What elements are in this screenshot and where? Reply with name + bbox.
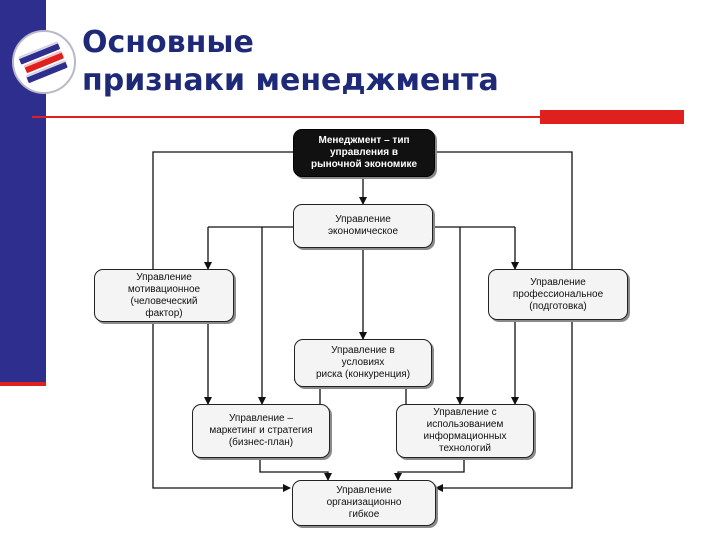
page-title: Основные признаки менеджмента	[82, 24, 499, 100]
page-title-line-2: признаки менеджмента	[82, 63, 499, 98]
node-economic: Управление экономическое	[293, 204, 433, 248]
node-flexible: Управление организационно гибкое	[292, 480, 436, 526]
node-professional: Управление профессиональное (подготовка)	[488, 269, 628, 320]
node-marketing: Управление – маркетинг и стратегия (бизн…	[192, 404, 330, 458]
node-it: Управление с использованием информационн…	[396, 404, 534, 458]
connector-marketing-to-flexible	[259, 458, 332, 481]
connector-top-outer-right	[435, 151, 573, 492]
stacked-books-icon	[12, 30, 76, 94]
node-motivational: Управление мотивационное (человеческий ф…	[94, 269, 234, 322]
title-underline-block	[540, 110, 684, 124]
page-title-line-1: Основные	[82, 25, 254, 60]
management-diagram: Менеджмент – тип управления в рыночной э…	[80, 124, 660, 536]
node-risk: Управление в условиях риска (конкуренция…	[294, 339, 432, 387]
connector-lines	[152, 151, 573, 492]
title-underline	[32, 116, 540, 118]
connector-it-to-flexible	[394, 458, 465, 481]
node-management-market: Менеджмент – тип управления в рыночной э…	[293, 129, 435, 177]
left-sidebar-accent	[0, 382, 46, 386]
